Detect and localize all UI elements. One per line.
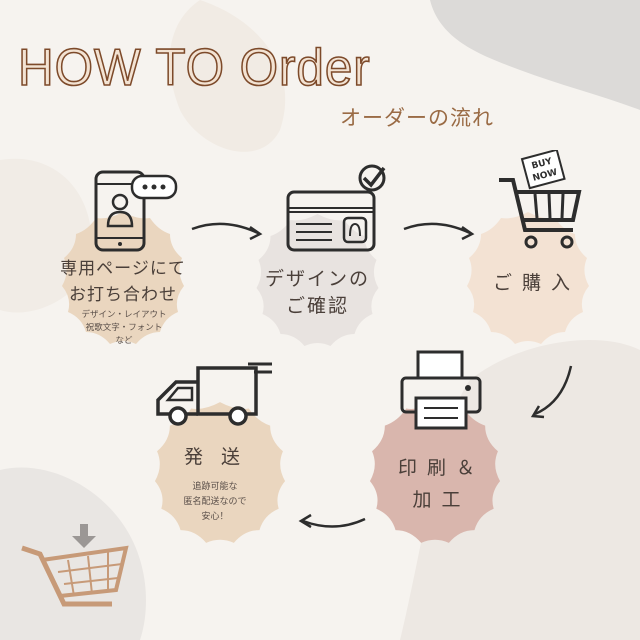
step-print-label: 印 刷 ＆ 加 工 [375, 452, 500, 516]
step-consult-note: デザイン・レイアウト 祝歌文字・フォント など [54, 309, 194, 348]
step-consult-line1: 専用ページにて [60, 259, 186, 279]
page-subtitle: オーダーの流れ [340, 106, 494, 130]
step-confirm-line2: ご確認 [285, 295, 349, 317]
step-print-blob [369, 402, 501, 543]
step-consult-blob [62, 212, 184, 344]
step-ship-label: 発 送 [183, 446, 247, 468]
arrow-left-icon [298, 513, 366, 529]
step-confirm-blob [256, 214, 379, 346]
page-title: HOW TO Order [17, 38, 371, 98]
step-ship-note3: 安心！ [201, 512, 229, 522]
arrow-down-icon [530, 365, 573, 419]
smartphone-chat-icon [94, 170, 178, 252]
step-purchase-blob [467, 212, 589, 344]
cart-buy-now-icon: BUY NOW [499, 150, 582, 249]
step-confirm-line1: デザインの [264, 268, 370, 290]
arrow-right-1-icon [191, 222, 263, 241]
step-ship-blob [154, 402, 286, 543]
delivery-truck-icon [156, 362, 272, 426]
arrow-right-2-icon [403, 222, 475, 241]
step-confirm-label: デザインの ご確認 [255, 266, 380, 320]
step-consult-note3: など [115, 336, 133, 346]
step-ship-note2: 匿名配送なので [183, 497, 247, 507]
step-ship-note1: 追跡可能な [192, 482, 238, 492]
step-consult-note2: 祝歌文字・フォント [85, 323, 163, 333]
step-print-line2: 加 工 [412, 489, 463, 511]
step-print-line1: 印 刷 ＆ [397, 457, 478, 479]
printer-icon [400, 350, 482, 430]
card-check-icon [286, 164, 386, 252]
shopping-cart-decoration-icon [21, 524, 129, 607]
step-ship-note: 追跡可能な 匿名配送なので 安心！ [150, 480, 280, 525]
step-consult-line2: お打ち合わせ [69, 285, 177, 305]
step-consult-label: 専用ページにて お打ち合わせ [50, 256, 196, 308]
step-consult-note1: デザイン・レイアウト [81, 310, 167, 320]
step-purchase-label: ご 購 入 [492, 272, 573, 294]
